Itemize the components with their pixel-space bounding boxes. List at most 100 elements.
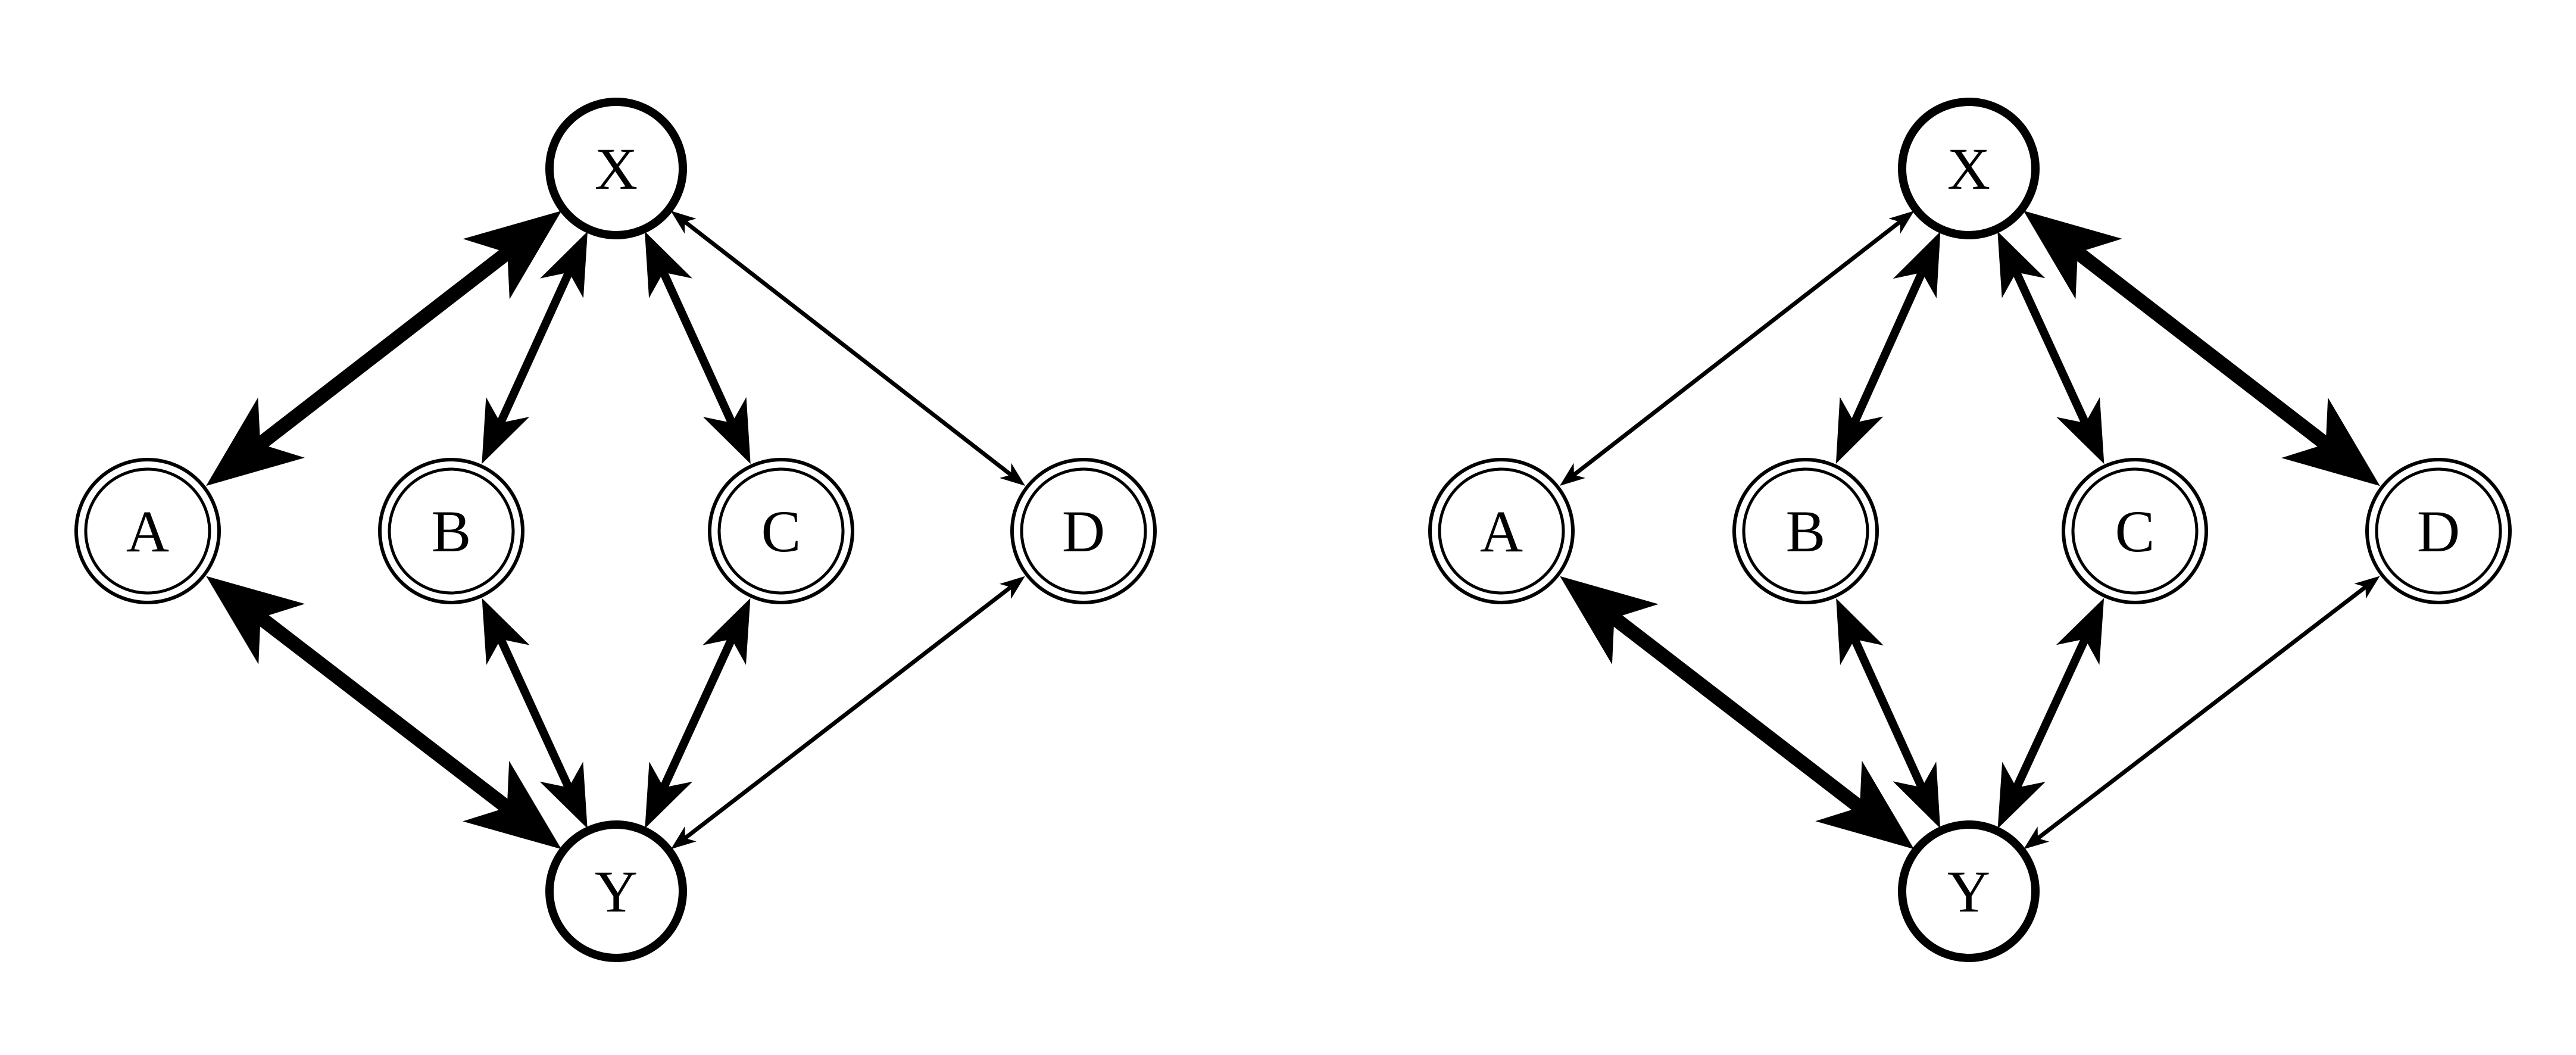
edge-d-x [670,211,1025,486]
node-d: D [2365,458,2512,604]
arrowhead-d [2354,576,2380,599]
edge-line [254,246,514,451]
node-outer-ring [2365,458,2512,604]
edge-b-x [1835,231,1941,464]
arrowhead-a [206,576,305,664]
node-label: D [1062,498,1105,564]
edge-line [1608,611,1866,814]
node-x: X [545,98,687,239]
edge-line [2072,245,2332,451]
node-circle [1898,98,2040,239]
edge-a-x [206,211,562,486]
nodes-layer: X A B C D Y [1428,98,2512,962]
edge-line [2012,636,2090,791]
diagram-right: X A B C D Y [1428,98,2512,962]
arrowhead-y [670,826,697,850]
node-label: X [1947,136,1990,202]
arrowhead-x [540,231,588,298]
arrowhead-x [463,211,562,299]
node-c: C [708,458,854,604]
node-outer-ring [74,458,221,604]
arrowhead-y [1893,761,1941,829]
edge-c-x [1997,231,2104,464]
edge-line [683,220,1013,477]
arrowhead-y [463,761,561,850]
edges-layer [206,211,1025,850]
edge-line [683,585,1013,840]
node-x: X [1898,98,2040,239]
node-y: Y [1898,820,2040,962]
arrowhead-x [1888,211,1915,234]
arrowhead-y [645,761,693,829]
node-circle [1898,820,2040,962]
node-label: D [2417,498,2460,564]
arrowhead-a [1560,576,1659,665]
edge-b-x [482,231,588,464]
arrowhead-a [206,397,305,486]
node-label: A [1480,498,1523,564]
arrowhead-y [1815,760,1915,850]
edge-line [659,636,736,791]
arrowhead-c [702,598,751,665]
node-inner-ring [388,467,515,595]
edge-c-y [645,598,751,829]
arrowhead-c [2056,598,2104,665]
node-outer-ring [708,458,854,604]
edge-b-y [1836,598,1941,829]
arrowhead-b [1835,397,1884,464]
edge-a-x [1560,211,1915,486]
edge-c-x [645,231,751,464]
edge-c-y [1997,598,2104,829]
node-outer-ring [378,458,524,604]
node-outer-ring [1010,458,1157,604]
edge-d-y [670,576,1025,850]
node-inner-ring [2375,467,2502,595]
node-circle [545,820,687,962]
node-label: B [432,498,472,564]
arrowhead-x [1997,231,2046,298]
arrowhead-b [482,598,530,665]
edge-line [2012,269,2090,426]
node-b: B [378,458,524,604]
arrowhead-b [482,397,530,464]
edge-d-x [2023,210,2380,486]
edge-line [496,636,573,791]
arrowhead-y [539,761,588,829]
arrowhead-x [1893,231,1941,298]
node-inner-ring [84,467,211,595]
node-label: B [1786,498,1826,564]
edge-b-y [482,598,588,829]
node-a: A [1428,458,1575,604]
node-outer-ring [1428,458,1575,604]
node-inner-ring [1742,467,1869,595]
arrowhead-x [645,231,692,298]
node-c: C [2062,458,2208,604]
node-label: A [126,498,169,564]
nodes-layer: X A B C D Y [74,98,1157,962]
node-label: Y [595,859,638,925]
edge-line [659,269,736,426]
edge-a-y [206,576,561,850]
arrowhead-b [1836,598,1884,666]
edge-line [2036,585,2368,841]
diagram-left: X A B C D Y [74,98,1157,962]
arrowhead-d [2281,397,2380,486]
node-outer-ring [2062,458,2208,604]
edge-line [496,269,573,426]
edge-a-y [1560,576,1915,850]
arrowhead-y [1997,761,2046,829]
arrowhead-d [999,576,1025,599]
node-a: A [74,458,221,604]
arrowhead-d [1000,463,1025,486]
node-inner-ring [1020,467,1147,595]
node-d: D [1010,458,1157,604]
arrowhead-c [702,397,751,464]
node-label: X [595,136,638,202]
arrowhead-x [670,211,697,234]
node-label: C [761,498,801,564]
edge-d-y [2024,576,2380,850]
node-inner-ring [2071,467,2199,595]
edge-line [1572,220,1902,477]
node-b: B [1732,458,1879,604]
